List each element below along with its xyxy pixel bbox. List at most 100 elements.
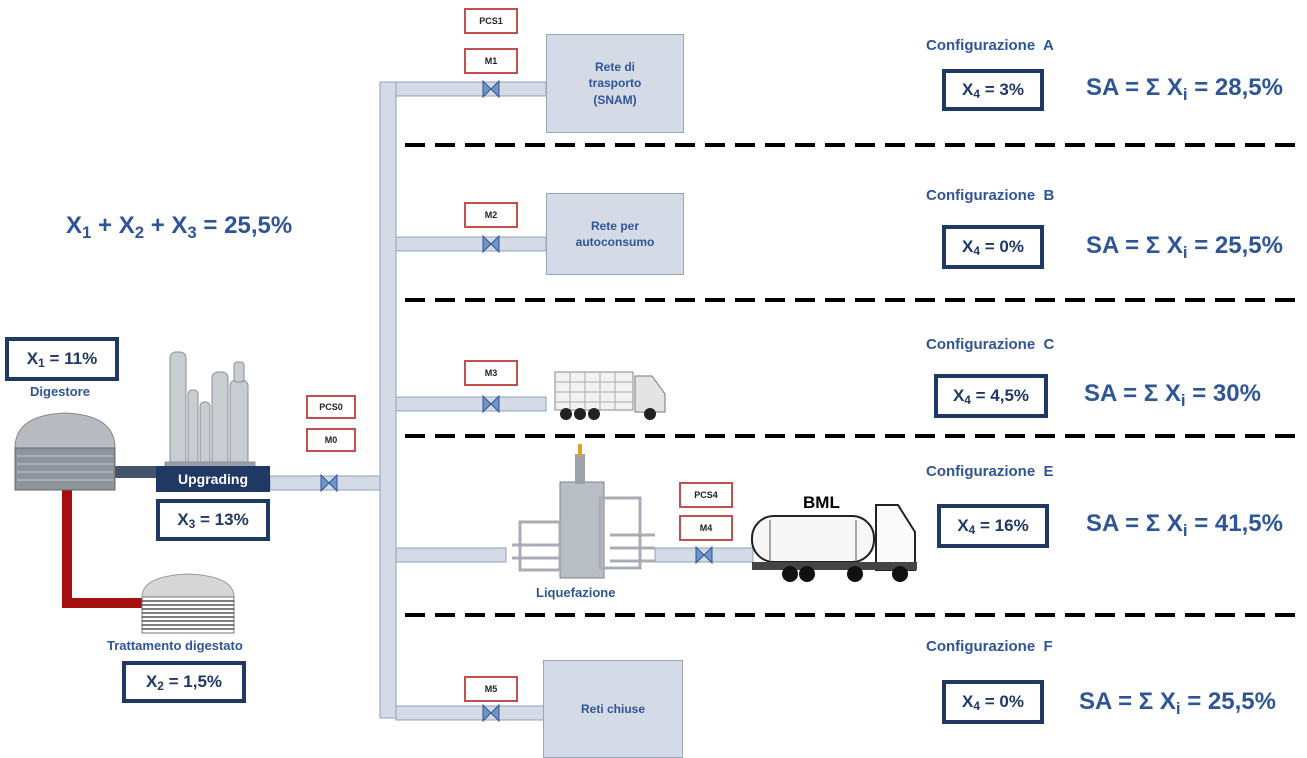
sum-formula-sub: 1 <box>82 223 92 243</box>
x4-sub: 4 <box>973 698 980 713</box>
config-c-title: Configurazione C <box>926 336 1055 353</box>
sum-formula-sub: 2 <box>134 223 145 243</box>
sa-sub: i <box>1180 391 1186 411</box>
config-b-title: Configurazione B <box>926 187 1055 204</box>
sa-value: = 25,5% <box>1187 232 1283 259</box>
x4-label: X <box>962 237 974 256</box>
sa-value: = 25,5% <box>1180 688 1276 715</box>
x4-value: = 4,5% <box>970 386 1030 405</box>
liquefaction-plant-icon <box>512 444 655 579</box>
config-f-title: Configurazione F <box>926 638 1053 655</box>
upgrading-plant-icon <box>164 351 256 469</box>
x4-value: = 0% <box>980 237 1024 256</box>
x1-label: X <box>26 349 39 368</box>
sa-value: = 30% <box>1185 380 1261 407</box>
sa-sub: i <box>1175 699 1181 719</box>
cargo-truck-icon <box>554 371 666 420</box>
sum-formula-part: + X <box>91 212 135 239</box>
sum-formula-part: + X <box>144 212 188 239</box>
digestate-pipe <box>62 490 142 608</box>
pcs4-tag: PCS4 <box>679 482 733 508</box>
config-c-sa: SA = Σ Xi = 30% <box>1084 380 1261 411</box>
sum-formula-sub: 3 <box>187 223 197 243</box>
rete-autoconsumo-label: Rete per autoconsumo <box>575 218 655 249</box>
rete-trasporto-label: Rete di trasporto (SNAM) <box>588 60 642 107</box>
x2-label: X <box>145 672 158 691</box>
reti-chiuse-box: Reti chiuse <box>543 660 683 758</box>
valve-icon <box>482 703 500 723</box>
sa-sub: i <box>1182 521 1188 541</box>
x4-sub: 4 <box>964 392 971 407</box>
config-a-sa: SA = Σ Xi = 28,5% <box>1086 74 1283 105</box>
x4-label: X <box>962 80 974 99</box>
x1-sub: 1 <box>38 355 45 370</box>
valve-icon <box>482 234 500 254</box>
valve-icon <box>482 394 500 414</box>
x4-label: X <box>957 516 969 535</box>
rete-trasporto-box: Rete di trasporto (SNAM) <box>546 34 684 133</box>
x4-value: = 16% <box>975 516 1029 535</box>
x4-label: X <box>952 386 965 405</box>
config-f-sa: SA = Σ Xi = 25,5% <box>1079 688 1276 719</box>
x3-value: = 13% <box>195 510 249 529</box>
config-b-sa: SA = Σ Xi = 25,5% <box>1086 232 1283 263</box>
x3-label: X <box>177 510 189 529</box>
valve-icon <box>695 545 713 565</box>
digestate-tank-icon <box>141 573 235 634</box>
x4-sub: 4 <box>968 522 976 537</box>
x4-value: = 0% <box>980 692 1024 711</box>
sa-value: = 28,5% <box>1187 74 1283 101</box>
x4-sub: 4 <box>973 243 980 258</box>
sa-label: SA = Σ X <box>1086 74 1183 101</box>
m4-tag: M4 <box>679 515 733 541</box>
m5-tag: M5 <box>464 676 518 702</box>
m0-tag: M0 <box>306 428 356 452</box>
m2-tag: M2 <box>464 202 518 228</box>
pcs1-tag: PCS1 <box>464 8 518 34</box>
sa-label: SA = Σ X <box>1086 232 1183 259</box>
x1-value: = 11% <box>44 349 98 368</box>
config-e-title: Configurazione E <box>926 463 1054 480</box>
sa-sub: i <box>1182 243 1188 263</box>
upgrading-text: Upgrading <box>178 471 248 487</box>
valve-icon <box>482 79 500 99</box>
sa-sub: i <box>1182 85 1188 105</box>
digestore-label: Digestore <box>30 384 90 399</box>
x4-value: = 3% <box>980 80 1024 99</box>
sa-label: SA = Σ X <box>1084 380 1181 407</box>
m3-tag: M3 <box>464 360 518 386</box>
trattamento-label: Trattamento digestato <box>107 638 243 653</box>
sa-label: SA = Σ X <box>1086 510 1183 537</box>
x3-sub: 3 <box>188 516 196 531</box>
x4-sub: 4 <box>973 86 980 101</box>
reti-chiuse-label: Reti chiuse <box>580 701 646 716</box>
sa-value: = 41,5% <box>1187 510 1283 537</box>
valve-icons <box>320 79 713 723</box>
x2-sub: 2 <box>157 678 164 693</box>
x2-value: = 1,5% <box>163 672 223 691</box>
sum-formula-result: = 25,5% <box>196 212 293 239</box>
config-a-title: Configurazione A <box>926 37 1054 54</box>
sum-formula: X1 + X2 + X3 = 25,5% <box>66 212 293 243</box>
x4-label: X <box>962 692 974 711</box>
sum-formula-part: X <box>66 212 83 239</box>
valve-icon <box>320 473 338 493</box>
pcs0-tag: PCS0 <box>306 395 356 419</box>
bml-label: BML <box>803 493 840 512</box>
rete-autoconsumo-box: Rete per autoconsumo <box>546 193 684 275</box>
sa-label: SA = Σ X <box>1079 688 1176 715</box>
m1-tag: M1 <box>464 48 518 74</box>
upgrading-label: Upgrading <box>156 466 270 492</box>
tanker-truck-icon <box>751 504 917 582</box>
config-e-sa: SA = Σ Xi = 41,5% <box>1086 510 1283 541</box>
manifold-pipe <box>269 81 754 721</box>
